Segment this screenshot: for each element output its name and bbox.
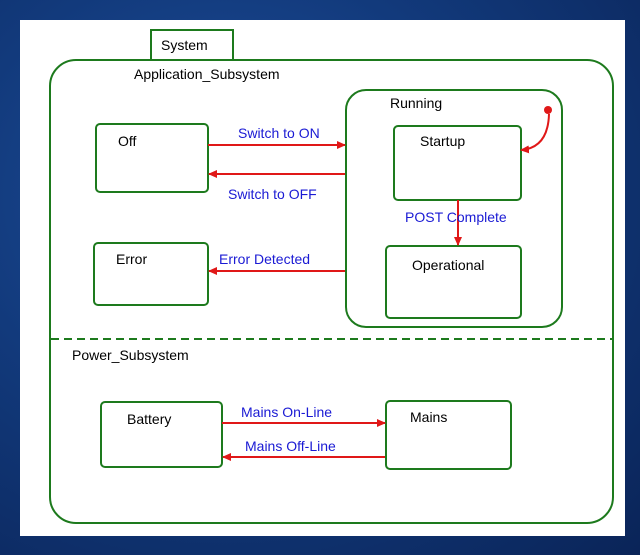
transition-error-detected-label: Error Detected	[219, 251, 310, 267]
state-off-label: Off	[118, 133, 137, 149]
state-startup-label: Startup	[420, 133, 465, 149]
initial-state-dot	[544, 106, 552, 114]
transition-mains-offline-label: Mains Off-Line	[245, 438, 336, 454]
power-subsystem-label: Power_Subsystem	[72, 347, 189, 363]
state-error	[93, 242, 209, 306]
state-running-label: Running	[390, 95, 442, 111]
state-off	[95, 123, 209, 193]
state-battery	[100, 401, 223, 468]
state-mains-label: Mains	[410, 409, 447, 425]
initial-transition-arrow	[520, 113, 550, 154]
transition-switch-on-label: Switch to ON	[238, 125, 320, 141]
state-mains	[385, 400, 512, 470]
app-subsystem-label: Application_Subsystem	[134, 66, 280, 82]
system-label: System	[161, 37, 208, 53]
diagram-panel: System Application_Subsystem Off Error R…	[20, 20, 625, 536]
state-error-label: Error	[116, 251, 147, 267]
state-machine-diagram: System Application_Subsystem Off Error R…	[49, 29, 614, 524]
state-operational-label: Operational	[412, 257, 484, 273]
transition-post-complete-label: POST Complete	[405, 209, 507, 225]
state-operational	[385, 245, 522, 319]
transition-mains-online-label: Mains On-Line	[241, 404, 332, 420]
transition-switch-off-label: Switch to OFF	[228, 186, 317, 202]
state-battery-label: Battery	[127, 411, 171, 427]
